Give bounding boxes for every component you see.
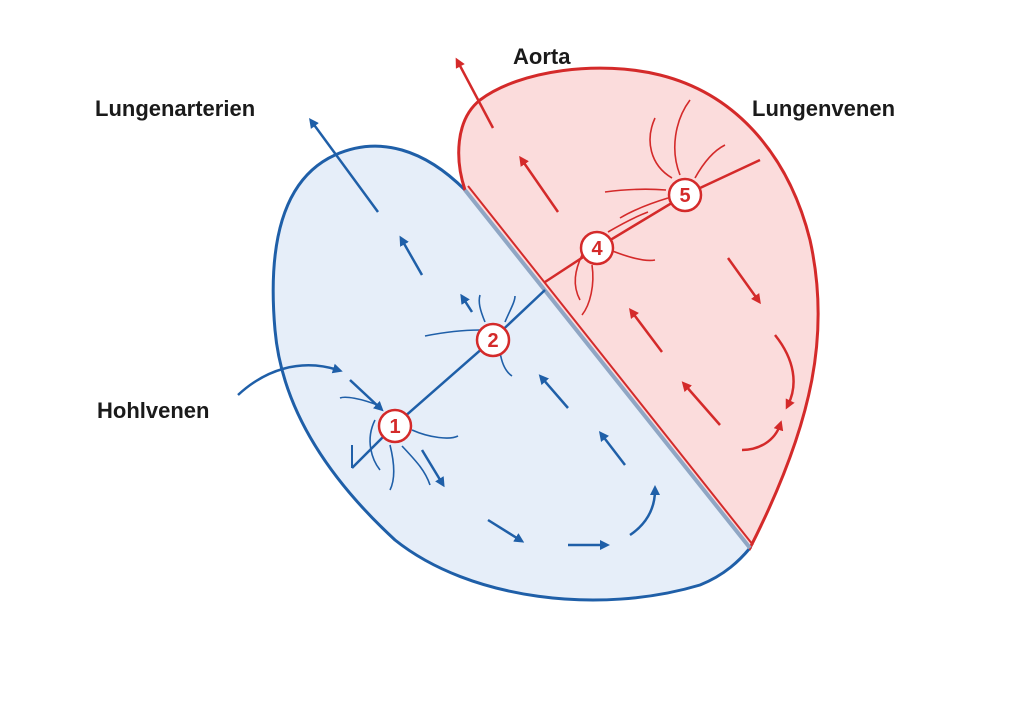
valve-marker-2: 2 xyxy=(475,322,511,358)
valve-number: 1 xyxy=(389,416,400,438)
left-heart-flow-arrows xyxy=(455,57,795,452)
label-vena-cava: Hohlvenen xyxy=(97,398,210,423)
valve-marker-1: 1 xyxy=(377,408,413,444)
aorta-outflow-arrow xyxy=(455,57,495,129)
septum-line xyxy=(463,188,752,550)
valve-4-leaflets xyxy=(574,211,656,316)
valve-marker-5: 5 xyxy=(667,177,703,213)
valve-number: 2 xyxy=(487,330,498,352)
valve-marker-4: 4 xyxy=(579,230,615,266)
right-av-divider xyxy=(351,289,546,469)
vena-cava-inflow-arrow xyxy=(237,363,343,396)
right-heart-flow-arrows xyxy=(237,117,660,550)
label-pulmonary-veins: Lungenvenen xyxy=(752,96,896,121)
label-pulmonary-arteries: Lungenarterien xyxy=(95,96,256,121)
septum-line-red xyxy=(467,185,754,546)
right-heart-chamber xyxy=(271,144,752,602)
valve-5-leaflets xyxy=(604,99,726,219)
valve-number: 5 xyxy=(679,185,690,207)
left-av-divider xyxy=(544,158,761,284)
valve-number: 4 xyxy=(591,238,603,260)
pulmonary-artery-outflow-arrow xyxy=(309,117,380,213)
label-aorta: Aorta xyxy=(513,44,571,69)
